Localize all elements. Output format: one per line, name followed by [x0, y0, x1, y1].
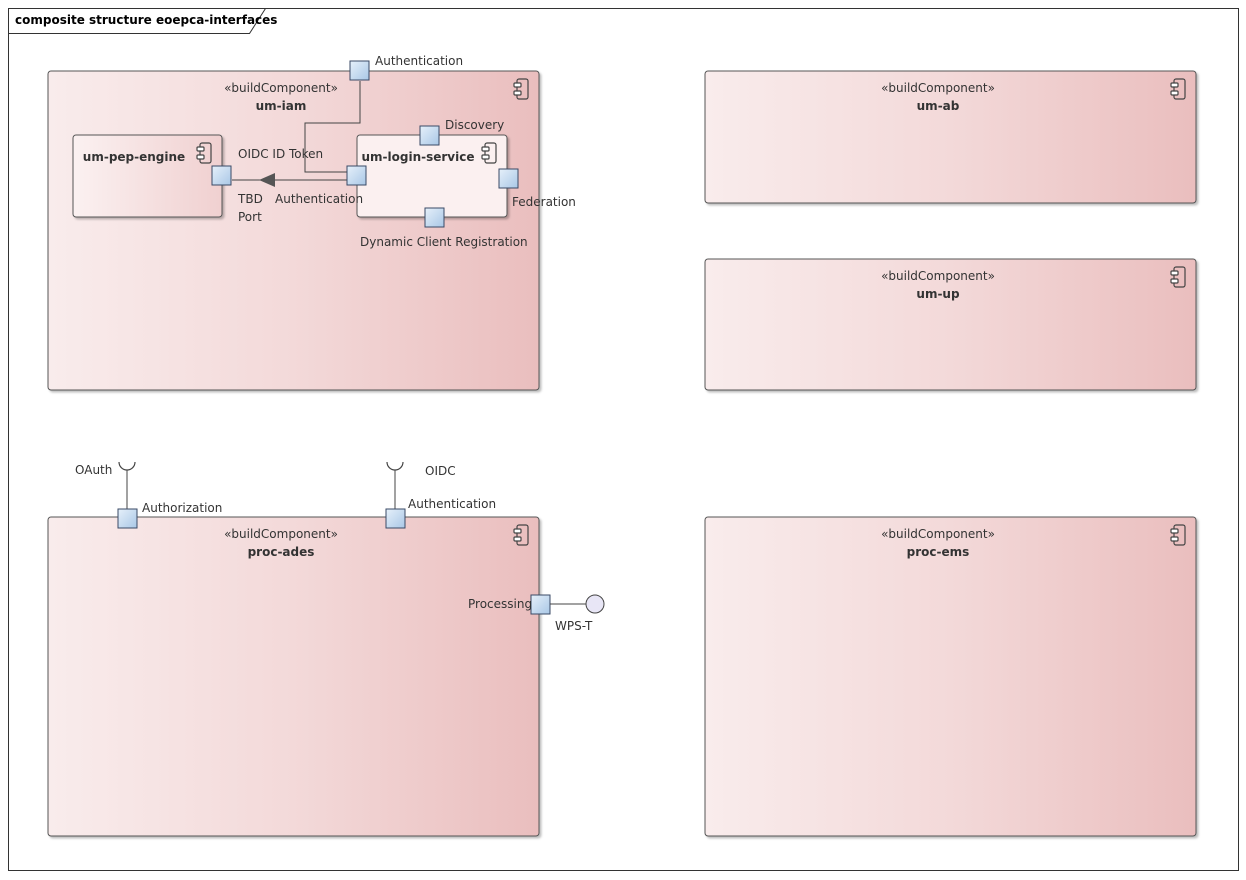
dependency-arrowhead	[259, 173, 275, 187]
required-interface-oidc[interactable]	[386, 461, 404, 509]
port-label: Discovery	[445, 118, 504, 132]
component-proc-ems[interactable]: «buildComponent» proc-ems	[704, 516, 1197, 837]
port-pep-engine[interactable]	[211, 165, 232, 186]
stereotype-label: «buildComponent»	[224, 527, 338, 541]
port-label: OIDC ID Token	[238, 147, 323, 161]
port-label: Authentication	[275, 192, 363, 206]
port-label: Port	[238, 210, 262, 224]
port-label: Federation	[512, 195, 576, 209]
component-um-login-service[interactable]: um-login-service	[356, 134, 508, 218]
diagram-frame: composite structure eoepca-interfaces	[8, 8, 1239, 871]
port-ades-authentication[interactable]	[385, 508, 406, 529]
port-label: Authentication	[375, 54, 463, 68]
connector-lines	[232, 81, 361, 187]
interface-label: WPS-T	[555, 619, 593, 633]
port-login-dcr[interactable]	[424, 207, 445, 228]
port-um-iam-authentication[interactable]	[349, 60, 370, 81]
component-name: um-iam	[256, 99, 307, 113]
stereotype-label: «buildComponent»	[881, 81, 995, 95]
port-login-discovery[interactable]	[419, 125, 440, 146]
port-ades-processing[interactable]	[530, 594, 551, 615]
component-proc-ades[interactable]: «buildComponent» proc-ades	[47, 516, 540, 837]
component-name: um-login-service	[362, 150, 475, 164]
stereotype-label: «buildComponent»	[881, 269, 995, 283]
port-label: TBD	[237, 192, 263, 206]
component-name: um-pep-engine	[83, 150, 185, 164]
port-login-federation[interactable]	[498, 168, 519, 189]
component-name: um-ab	[917, 99, 960, 113]
component-um-ab[interactable]: «buildComponent» um-ab	[704, 70, 1197, 204]
frame-title: composite structure eoepca-interfaces	[15, 13, 277, 27]
port-label: Processing	[468, 597, 532, 611]
port-ades-authorization[interactable]	[117, 508, 138, 529]
provided-interface-wps-t[interactable]	[550, 594, 605, 614]
interface-label: OAuth	[75, 463, 112, 477]
port-login-authentication[interactable]	[346, 165, 367, 186]
required-interface-oauth[interactable]	[118, 461, 136, 509]
component-name: um-up	[916, 287, 960, 301]
component-um-up[interactable]: «buildComponent» um-up	[704, 258, 1197, 391]
port-label: Dynamic Client Registration	[360, 235, 528, 249]
port-label: Authorization	[142, 501, 222, 515]
stereotype-label: «buildComponent»	[881, 527, 995, 541]
component-name: proc-ems	[907, 545, 970, 559]
component-name: proc-ades	[248, 545, 315, 559]
interface-label: OIDC	[425, 464, 456, 478]
stereotype-label: «buildComponent»	[224, 81, 338, 95]
port-label: Authentication	[408, 497, 496, 511]
component-um-pep-engine[interactable]: um-pep-engine	[72, 134, 223, 218]
